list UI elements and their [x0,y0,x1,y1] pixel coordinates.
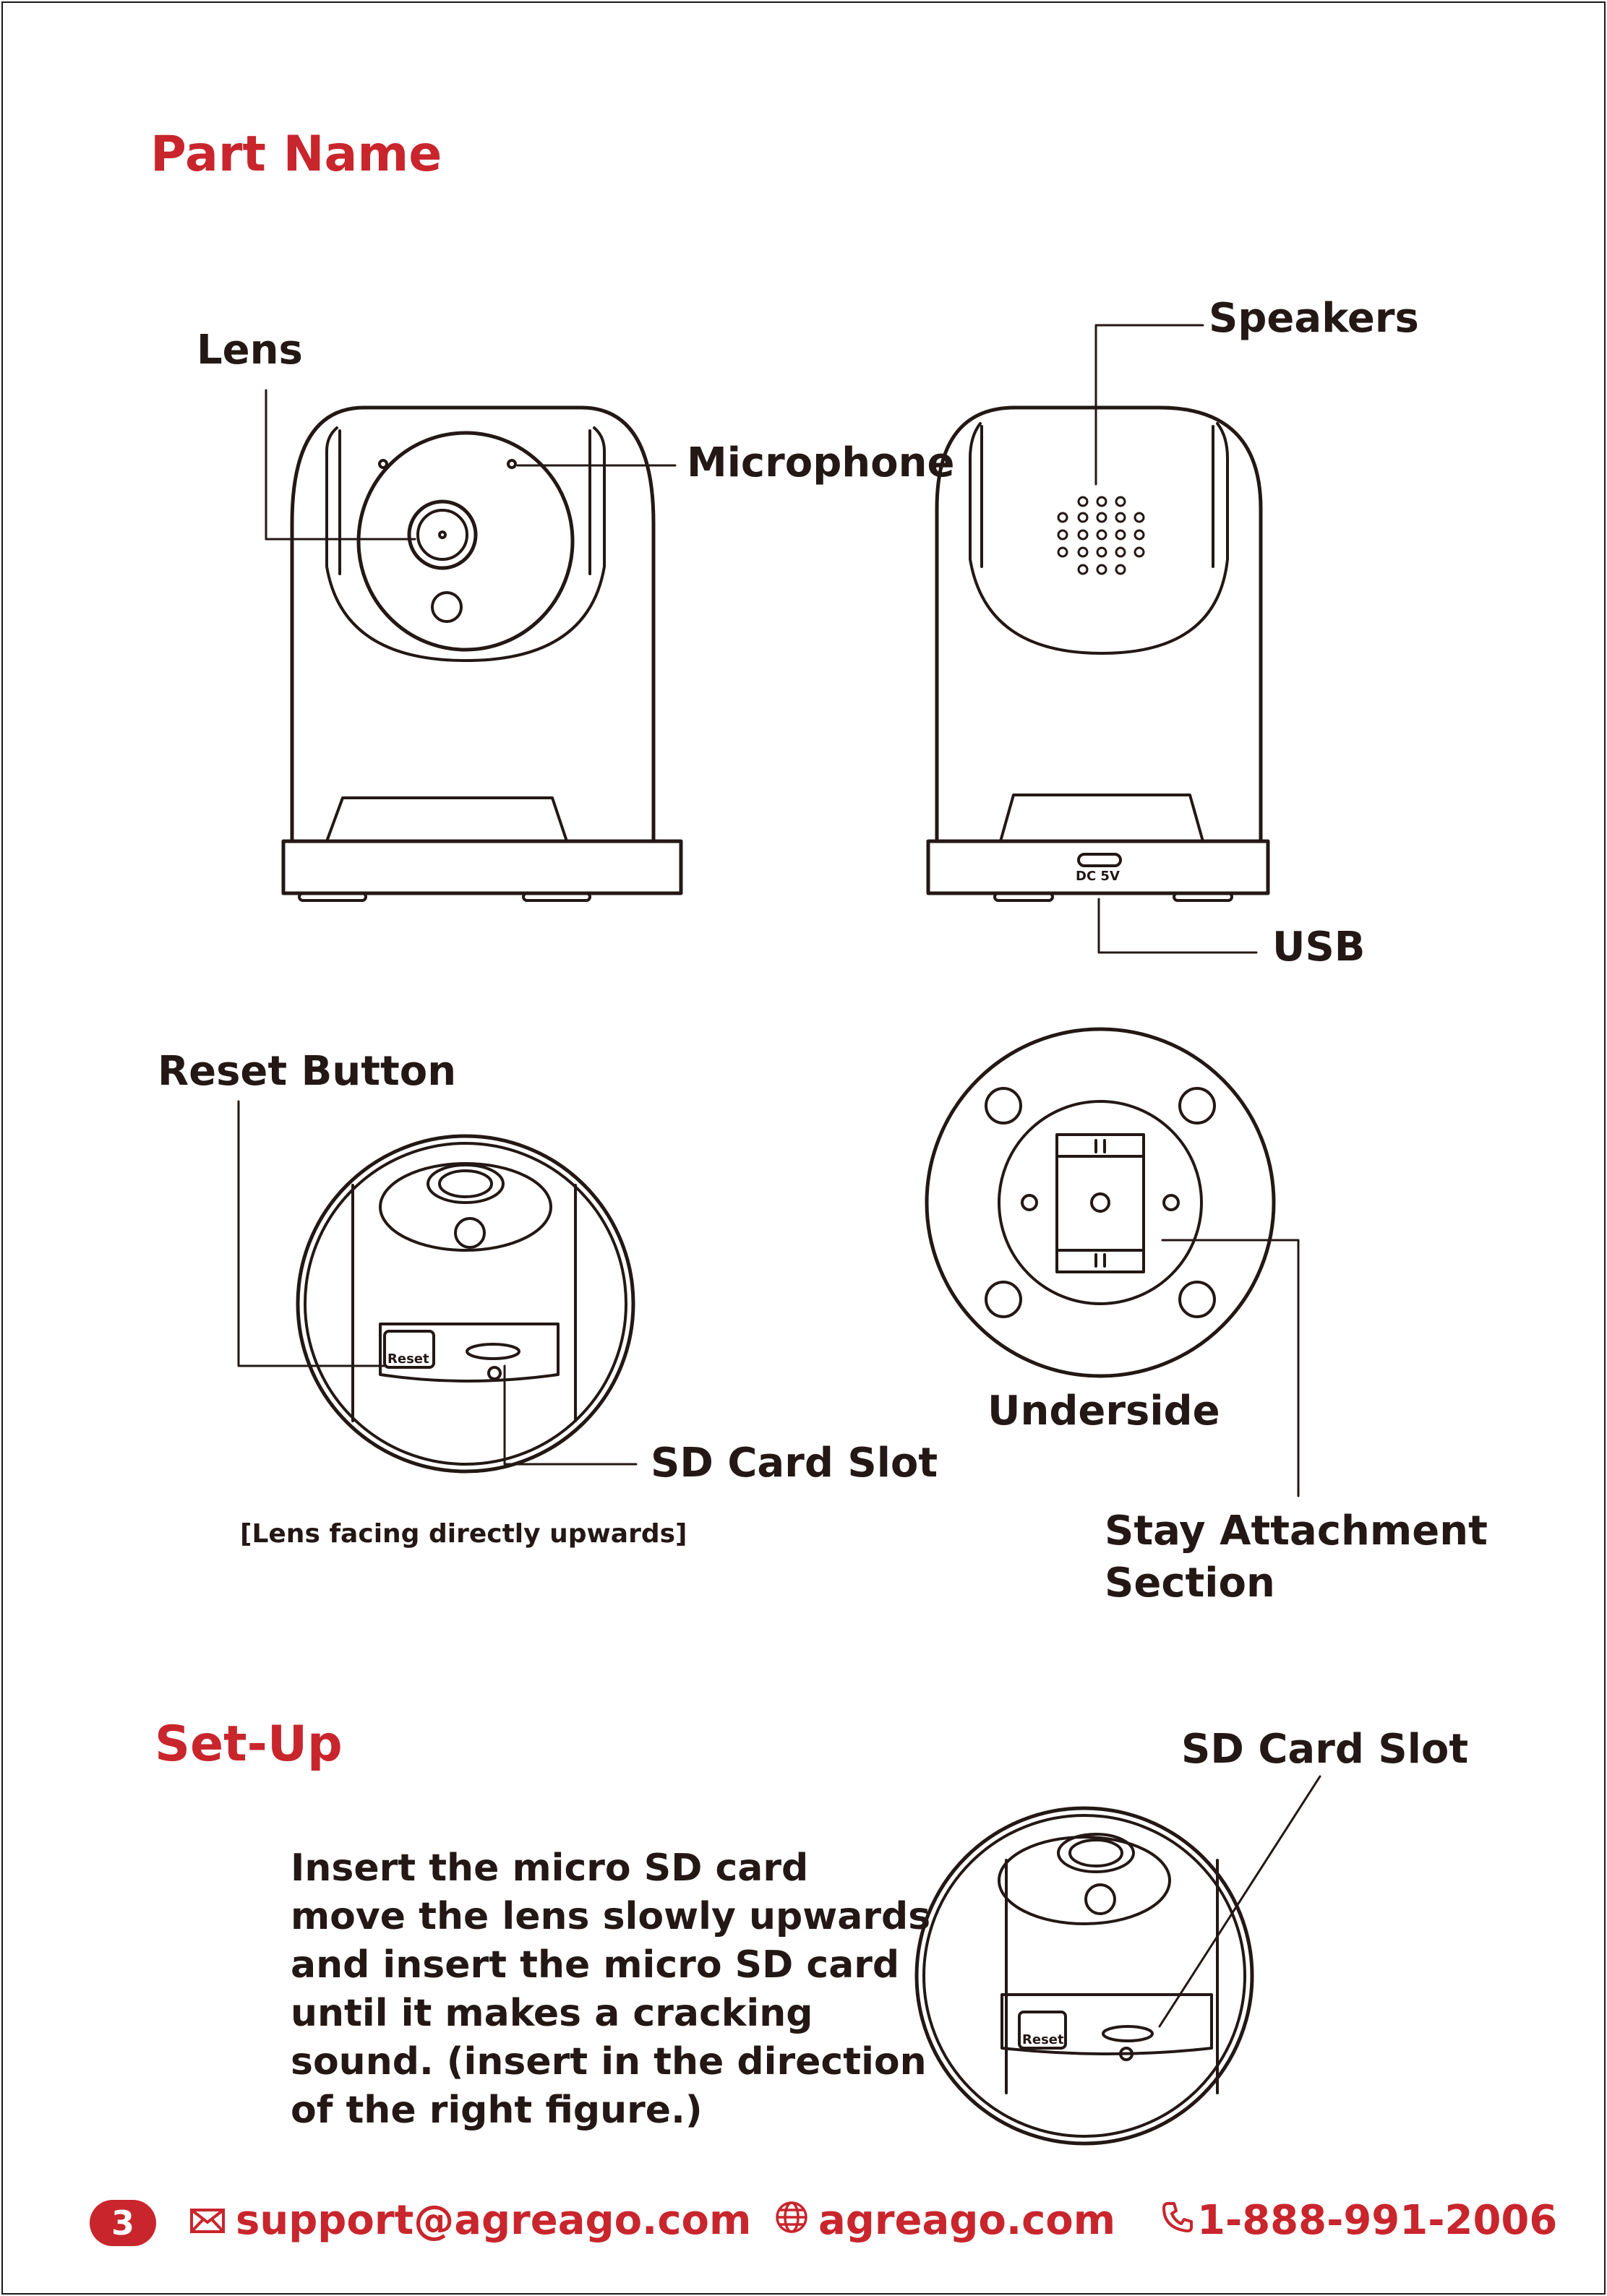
dc-marking: DC 5V [1076,869,1120,884]
phone-link[interactable]: 1-888-991-2006 [1197,2197,1558,2244]
footer-website[interactable]: agreago.com [775,2197,1115,2244]
phone-icon [1161,2197,1194,2244]
front-view-leader-lines [265,389,677,541]
speaker-grille [1057,496,1145,575]
instruction-line: until it makes a cracking [291,1992,813,2035]
part-name-heading: Part Name [150,126,442,183]
globe-icon [775,2197,808,2244]
setup-heading: Set-Up [155,1716,343,1773]
envelope-icon [189,2197,226,2244]
top-view-leader-lines [237,1100,638,1466]
footer-email[interactable]: support@agreago.com [189,2197,751,2244]
reset-marking: Reset [387,1351,429,1367]
stay-attachment-label-line1: Stay Attachment [1105,1508,1488,1555]
instruction-line: Insert the micro SD card [291,1846,809,1890]
speakers-label: Speakers [1209,295,1419,342]
setup-reset-marking: Reset [1022,2032,1064,2047]
underside-illustration [925,1027,1276,1378]
sd-card-slot-label: SD Card Slot [651,1440,938,1487]
reset-button-label: Reset Button [158,1048,457,1095]
setup-sd-card-slot-label: SD Card Slot [1181,1726,1469,1773]
setup-instructions: Insert the micro SD card move the lens s… [291,1844,931,2135]
lens-label: Lens [197,327,303,374]
stay-attachment-label-line2: Section [1105,1560,1275,1607]
instruction-line: of the right figure.) [291,2089,703,2132]
instruction-line: and insert the micro SD card [291,1943,900,1987]
instruction-line: move the lens slowly upwards [291,1895,931,1938]
microphone-label: Microphone [687,439,955,486]
page-number: 3 [90,2200,156,2246]
underside-label: Underside [987,1388,1220,1435]
underside-leader-lines [1161,1239,1300,1497]
instruction-line: sound. (insert in the direction [291,2040,927,2084]
back-view-illustration [926,405,1270,902]
setup-leader-lines [1158,1775,1321,2028]
lens-facing-caption: [Lens facing directly upwards] [240,1519,687,1549]
front-view-illustration [281,405,683,902]
usb-label: USB [1272,924,1366,971]
setup-illustration [914,1806,1254,2146]
camera-illustrations [237,324,1321,2146]
email-link[interactable]: support@agreago.com [236,2197,752,2244]
website-link[interactable]: agreago.com [818,2197,1116,2244]
top-view-illustration [296,1134,635,1474]
back-view-leader-lines [1094,324,1258,954]
footer-phone[interactable]: 1-888-991-2006 [1161,2197,1557,2244]
